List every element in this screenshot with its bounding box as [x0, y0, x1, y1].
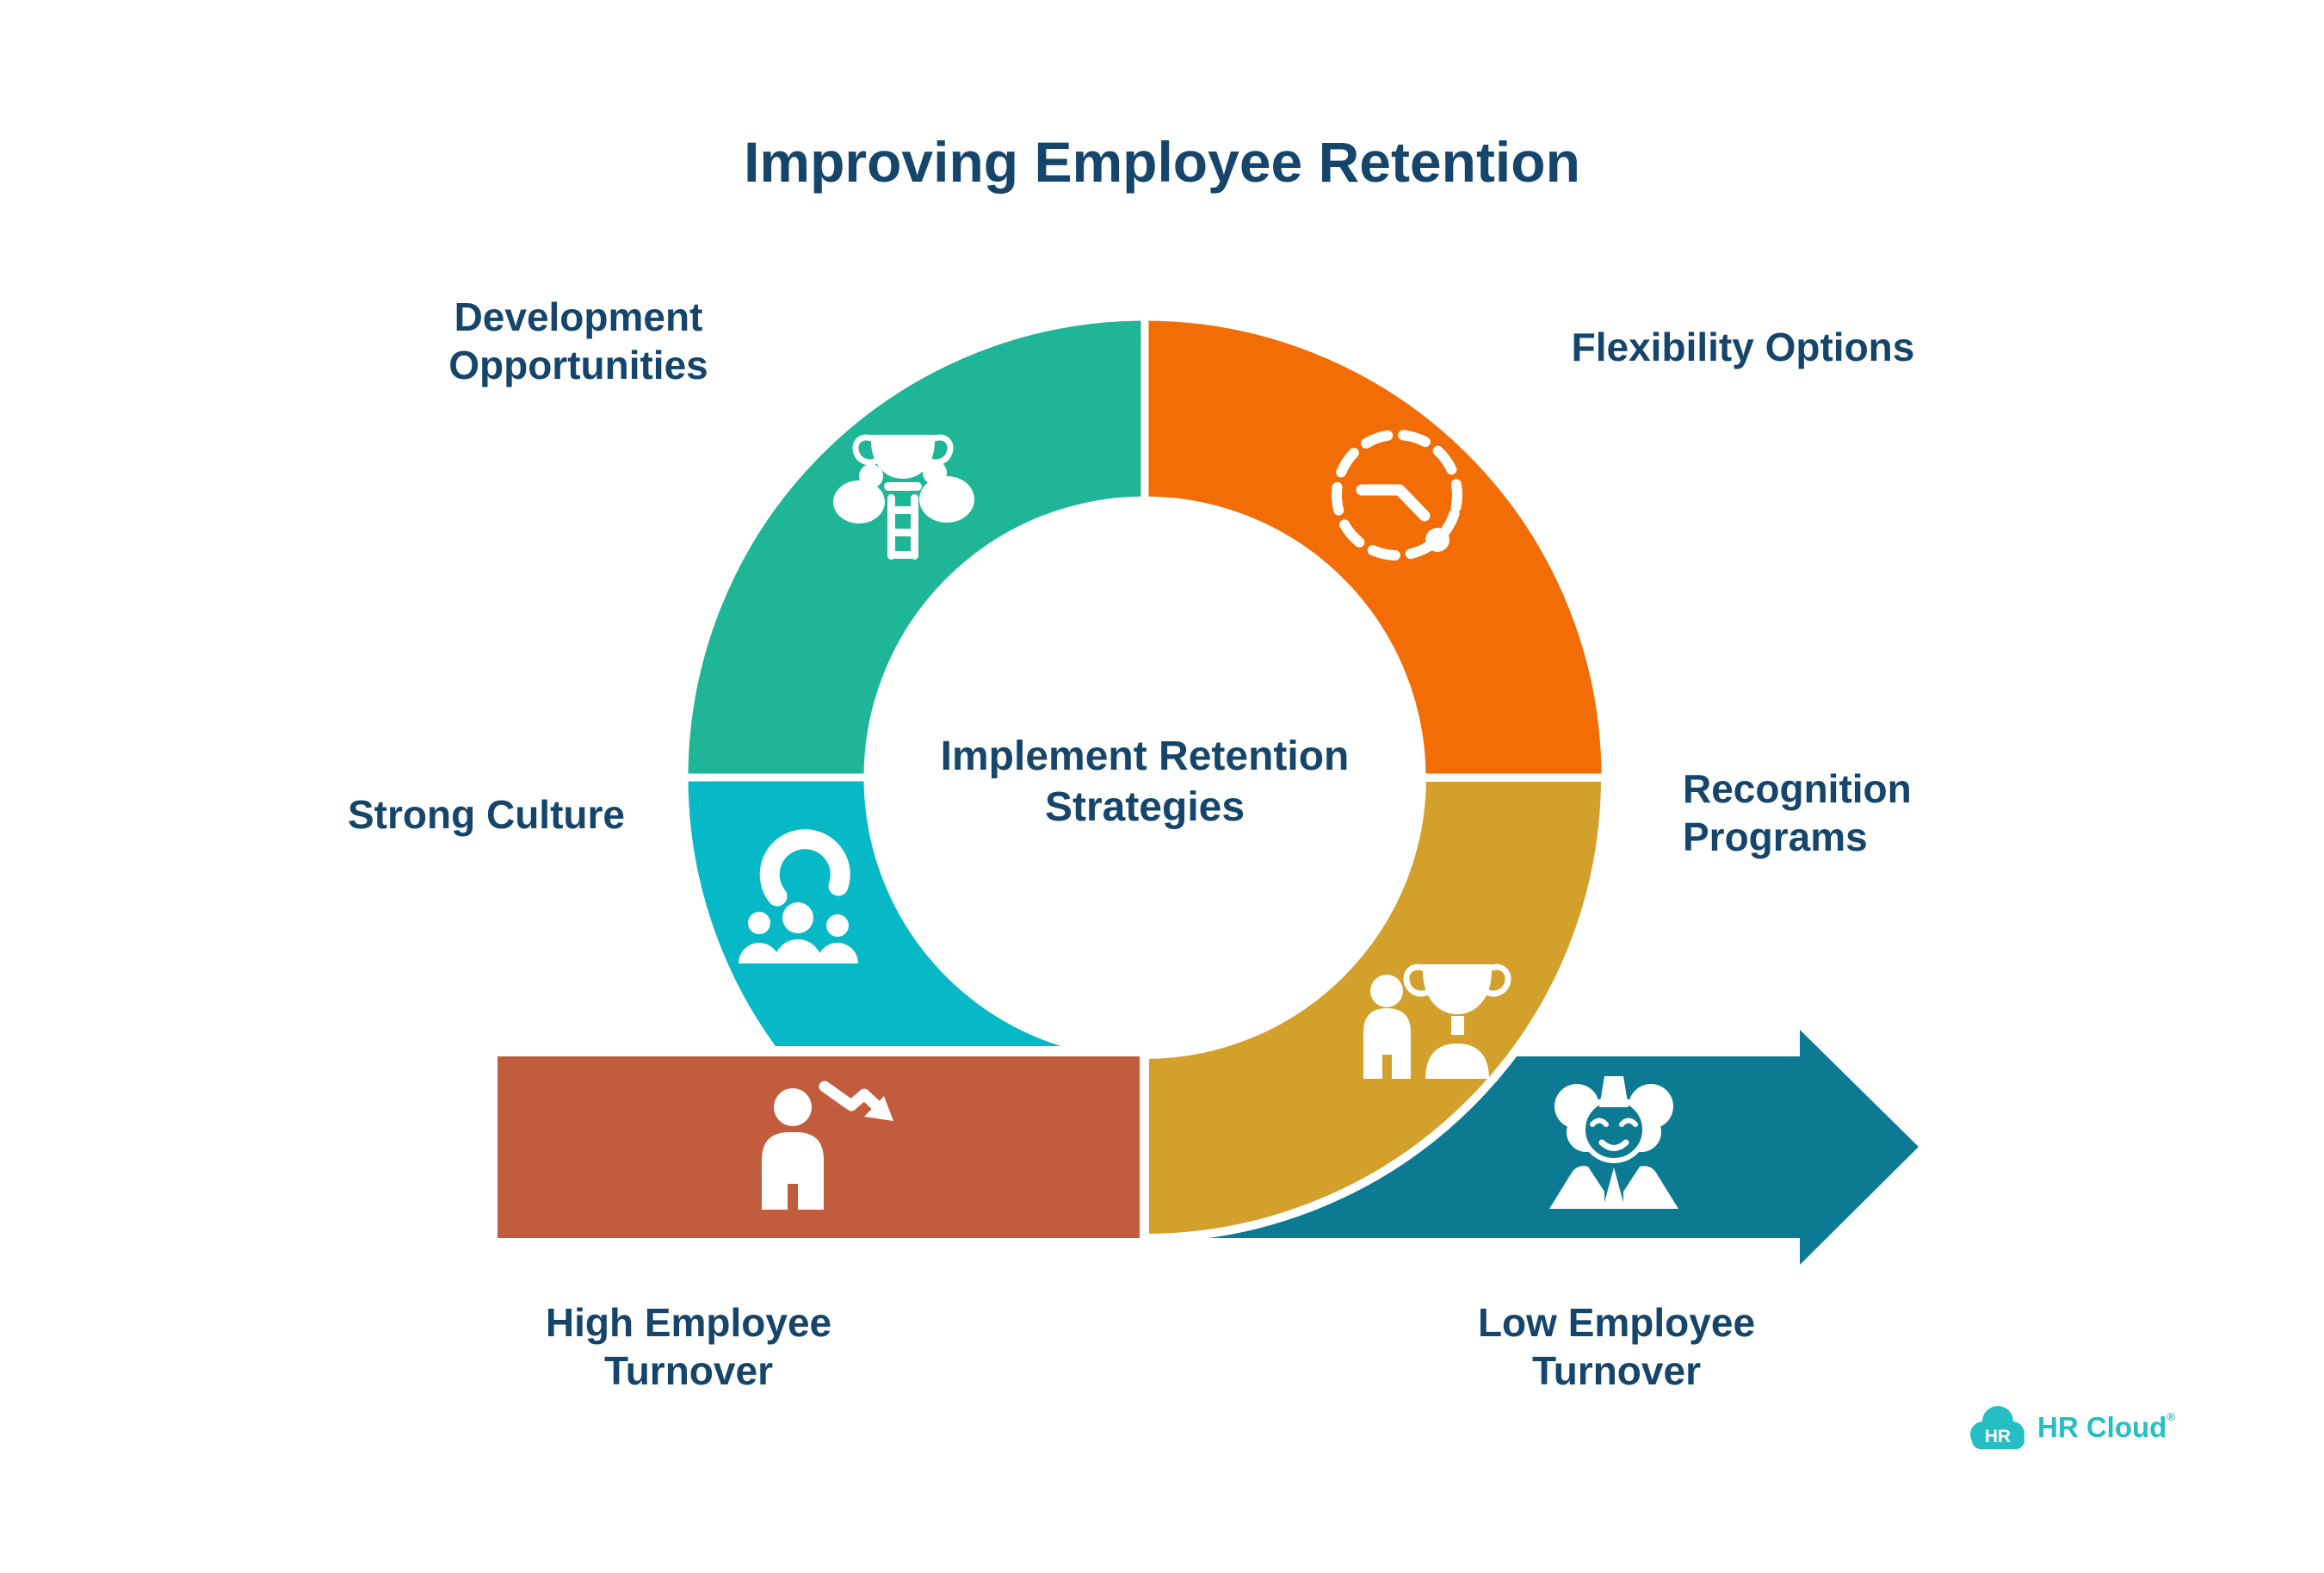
employee-award-icon: [1363, 963, 1511, 1081]
page-title: Improving Employee Retention: [744, 130, 1580, 194]
satisfied-employee-icon: [1549, 1076, 1678, 1209]
label-recognition-programs: Recognition Programs: [1683, 766, 1912, 860]
hr-cloud-logo: HR HR Cloud®: [1967, 1402, 2175, 1453]
hr-cloud-logo-badge: HR: [1985, 1427, 2011, 1446]
hr-cloud-logo-cloud-icon: HR: [1970, 1406, 2024, 1449]
hr-cloud-logo-wordmark: HR Cloud: [2037, 1411, 2167, 1443]
label-development-opportunities: Development Opportunities: [448, 294, 708, 388]
flexible-schedule-clock-icon: [1332, 430, 1462, 560]
label-strong-culture: Strong Culture: [348, 792, 625, 837]
hr-cloud-logo-text: HR Cloud®: [2037, 1411, 2175, 1444]
team-culture-question-icon: [739, 829, 858, 963]
career-ladder-trophy-icon: [833, 434, 974, 560]
label-implement-retention-strategies: Implement Retention Strategies: [940, 734, 1350, 830]
label-high-employee-turnover: High Employee Turnover: [545, 1300, 832, 1394]
divider-cyan-band: [671, 1046, 1147, 1057]
label-low-employee-turnover: Low Employee Turnover: [1477, 1300, 1756, 1394]
employee-decline-icon: [762, 1081, 893, 1211]
hr-cloud-logo-trademark: ®: [2166, 1410, 2175, 1423]
segment-recognition-programs: [1140, 773, 1610, 1243]
label-flexibility-options: Flexibility Options: [1571, 325, 1915, 369]
